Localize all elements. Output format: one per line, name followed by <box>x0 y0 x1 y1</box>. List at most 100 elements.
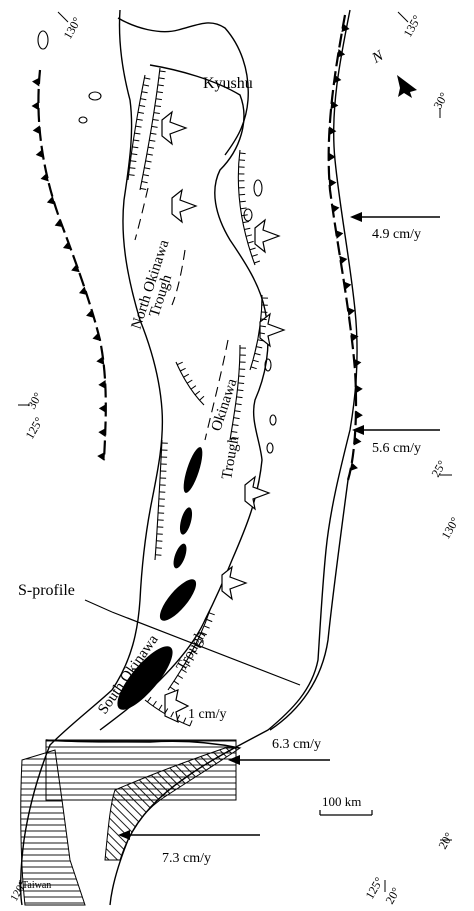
coord-lon-130-right: 130° <box>438 515 462 542</box>
spreading-axis <box>179 507 193 535</box>
fault-hachure <box>189 720 193 727</box>
thrust-barb <box>54 218 64 228</box>
thrust-barb <box>335 230 344 239</box>
fault-hachure <box>136 118 143 121</box>
thrust-barb <box>86 309 95 319</box>
fault-hachure <box>141 91 148 94</box>
fault-hachure <box>157 84 164 87</box>
fault-hachure <box>239 193 246 196</box>
velocity-label-1: 4.9 cm/y <box>372 227 421 242</box>
thrust-barb <box>331 204 340 214</box>
fault-hachure <box>156 91 163 94</box>
normal-fault <box>167 609 211 691</box>
north-label: N <box>369 47 387 67</box>
fault-hachure <box>206 618 213 623</box>
fault-hachure <box>191 650 198 655</box>
fault-hachure <box>256 346 263 349</box>
thrust-barb <box>355 384 363 394</box>
fault-hachure <box>164 708 169 714</box>
fault-hachure <box>250 366 257 370</box>
velocity-arrow-1 <box>350 212 440 222</box>
thrust-barb <box>98 428 106 438</box>
fault-hachure <box>139 104 146 107</box>
thrust-barb <box>40 172 49 182</box>
velocity-arrow-4 <box>118 830 260 840</box>
fault-hachure <box>144 77 151 80</box>
fault-hachure <box>237 389 244 392</box>
fault-hachure <box>153 112 160 114</box>
thrust-barb <box>62 241 72 250</box>
coord-lat-30-right: 30° <box>430 90 451 112</box>
spreading-axis <box>173 543 187 569</box>
fault-hachure <box>183 373 190 378</box>
fault-hachure <box>233 417 240 420</box>
ryukyu-trench <box>327 14 358 481</box>
fault-hachure <box>181 668 187 673</box>
fault-hachure <box>199 395 205 401</box>
thrust-barb <box>96 356 105 365</box>
normal-fault <box>154 439 163 561</box>
island <box>253 179 263 197</box>
fault-hachure <box>198 638 205 642</box>
fault-hachure <box>149 139 156 142</box>
fault-hachure <box>158 704 163 711</box>
fault-hachure <box>254 260 261 264</box>
thrust-barb <box>92 332 101 342</box>
fault-hachure <box>159 70 166 73</box>
fault-hachure <box>173 680 180 685</box>
fault-hachure <box>249 247 256 251</box>
coord-lat-25-right: 25° <box>428 458 449 480</box>
fault-hachure <box>130 160 137 162</box>
thrust-barb <box>339 255 348 265</box>
fault-hachure <box>150 132 157 135</box>
thrust-barb <box>328 178 337 188</box>
thrust-barb <box>31 101 40 111</box>
hatched-zone-diagonal <box>104 747 242 861</box>
island <box>264 358 272 372</box>
island <box>78 116 88 124</box>
rift-axis-dashed <box>171 249 186 306</box>
thrust-barb <box>71 263 80 273</box>
thrust-barb <box>337 48 346 58</box>
island <box>269 414 277 426</box>
fault-hachure <box>134 132 141 135</box>
fault-hachure <box>252 359 259 363</box>
fault-hachure <box>203 625 210 629</box>
fault-hachure <box>151 125 158 128</box>
fault-hachure <box>176 714 181 721</box>
trench-south-segment <box>269 479 349 731</box>
fault-hachure <box>208 612 215 616</box>
fault-hachure <box>230 437 237 440</box>
spreading-axis <box>117 646 173 710</box>
label-kyushu: Kyushu <box>203 75 253 92</box>
thrust-barb <box>328 126 337 136</box>
graticule-ticks <box>18 11 452 892</box>
fault-hachure <box>158 77 165 80</box>
thrust-barb <box>97 451 105 461</box>
fault-hachure <box>247 240 254 244</box>
fault-hachure <box>155 98 162 101</box>
fault-hachure <box>201 631 207 636</box>
fault-hachure <box>182 717 187 724</box>
fault-hachure <box>238 375 245 377</box>
thrust-barb <box>328 152 336 162</box>
fault-hachure <box>132 146 139 149</box>
fault-hachure <box>188 656 195 661</box>
thrust-barb <box>353 436 362 446</box>
normal-fault <box>175 361 205 406</box>
fault-hachure <box>129 167 136 169</box>
velocity-label-2: 5.6 cm/y <box>372 441 421 456</box>
normal-fault <box>127 74 146 181</box>
fault-hachure <box>177 674 184 679</box>
velocity-arrow-2 <box>352 425 440 435</box>
fault-hachure <box>257 339 264 342</box>
fault-hachure <box>146 153 153 156</box>
fault-hachure <box>131 153 138 156</box>
thrust-barb <box>341 23 350 33</box>
fault-hachure <box>169 686 176 691</box>
coord-lat-20-right: 20° <box>435 830 456 852</box>
fault-hachure <box>254 352 261 356</box>
thrust-barb <box>333 74 342 84</box>
fault-hachure <box>195 644 201 649</box>
normal-fault <box>139 67 161 191</box>
